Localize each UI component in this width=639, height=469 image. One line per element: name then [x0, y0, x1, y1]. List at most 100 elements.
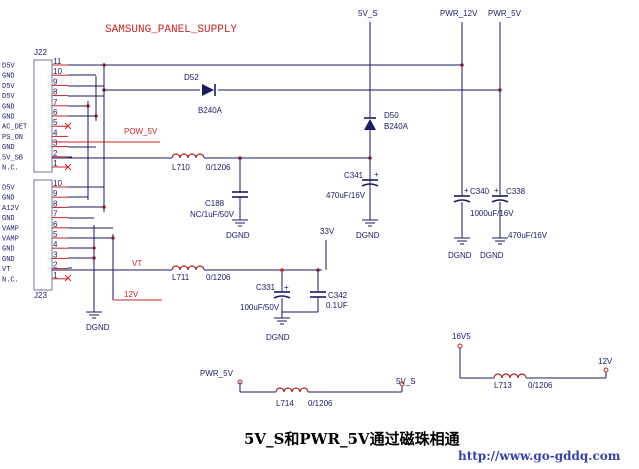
j22-pin-signal: AC_DET: [2, 124, 27, 132]
c331-ground: [274, 317, 290, 325]
l713-value: 0/1206: [528, 381, 553, 390]
l713-inductor: [493, 373, 527, 379]
l711-inductor: [171, 265, 205, 271]
5vs-bottom-label: 5V_S: [396, 377, 416, 386]
c331-gnd-label: DGND: [266, 333, 290, 342]
d52-value: B240A: [198, 106, 223, 115]
caption: 5V_S和PWR_5V通过磁珠相通: [244, 430, 460, 448]
c338-ref: C338: [506, 187, 526, 196]
j23-pin-signal: D5V: [2, 185, 15, 193]
c331-plus: +: [284, 283, 289, 292]
j23-ref: J23: [34, 291, 47, 300]
j22-pin-number: 1: [53, 159, 58, 168]
c340-ground: [454, 237, 470, 245]
l710-inductor: [171, 153, 205, 159]
no-connect-mark: [64, 163, 72, 171]
c341-plus: +: [374, 170, 379, 179]
d50-diode: [364, 119, 376, 130]
j22-pin-number: 9: [53, 77, 58, 86]
j22-pin-signal: D5V: [2, 83, 15, 91]
j22-pin-number: 2: [53, 149, 58, 158]
5vs-label: 5V_S: [358, 9, 378, 18]
j23-pin-signal: VAMP: [2, 225, 19, 233]
c340-gnd-label: DGND: [448, 251, 472, 260]
33v-label: 33V: [320, 227, 335, 236]
c188-value: NC/1uF/50V: [190, 210, 235, 219]
pow5v-label: POW_5V: [124, 127, 158, 136]
l713-ref: L713: [494, 381, 512, 390]
j23-pin-signal: VAMP: [2, 236, 19, 244]
j23-pin-signal: GND: [2, 195, 15, 203]
c342-value: 0.1UF: [326, 301, 348, 310]
d50-ref: D50: [384, 111, 399, 120]
conn-gnd-label: DGND: [86, 323, 110, 332]
j23-pin-signal: VT: [2, 266, 10, 274]
j23-pin-number: 3: [53, 250, 58, 259]
j23-pin-signal: A12V: [2, 205, 20, 213]
c341-ground: [362, 219, 378, 227]
c338-gnd-label: DGND: [480, 251, 504, 260]
pwr5v-label: PWR_5V: [488, 9, 522, 18]
c331-ref: C331: [256, 283, 276, 292]
j23-pin-signal: GND: [2, 215, 15, 223]
c331-value: 100uF/50V: [240, 303, 280, 312]
c188-gnd-label: DGND: [226, 231, 250, 240]
c340-plate-b: [453, 199, 471, 203]
j23-pin-number: 1: [53, 271, 58, 280]
j22-pin-number: 4: [53, 128, 58, 137]
j23-pin-signal: N.C.: [2, 276, 19, 284]
c341-gnd-label: DGND: [356, 231, 380, 240]
c341-value: 470uF/16V: [326, 191, 366, 200]
j22-pin-number: 7: [53, 98, 58, 107]
j23-pin-number: 4: [53, 240, 58, 249]
c340-plus: +: [464, 186, 469, 195]
diagram-title: SAMSUNG_PANEL_SUPPLY: [105, 24, 237, 36]
j22-pin-number: 6: [53, 108, 58, 117]
j22-pin-number: 8: [53, 88, 58, 97]
j22-pin-number: 11: [53, 57, 62, 66]
l714-ref: L714: [276, 399, 294, 408]
j23-pin-number: 9: [53, 189, 58, 198]
c338-value: 470uF/16V: [508, 231, 548, 240]
c331-junction: [280, 268, 284, 272]
l710-ref: L710: [172, 163, 190, 172]
l711-ref: L711: [172, 273, 190, 282]
j22-pin-signal: 5V_SB: [2, 154, 23, 162]
d52-diode: [202, 84, 214, 96]
no-connect-mark: [64, 274, 72, 282]
j23-pin-number: 7: [53, 210, 58, 219]
website-watermark: http://www.go-gddq.com: [458, 449, 621, 463]
c188-ground: [232, 219, 248, 227]
pwr12v-label: PWR_12V: [440, 9, 478, 18]
12v-label: 12V: [124, 290, 139, 299]
j23-pin-number: 6: [53, 220, 58, 229]
16v5-terminal: [457, 343, 463, 349]
j22-pin-signal: PS_ON: [2, 134, 23, 142]
5vs-bottom-terminal: [399, 381, 405, 387]
l711-value: 0/1206: [206, 273, 231, 282]
j23-pin-number: 8: [53, 199, 58, 208]
j23-pin-signal: GND: [2, 246, 15, 254]
d50-value: B240A: [384, 122, 409, 131]
j22-pin-signal: N.C.: [2, 165, 19, 173]
l714-value: 0/1206: [308, 399, 333, 408]
no-connect-mark: [64, 122, 72, 130]
j22-body: [33, 59, 53, 173]
j23-pin-number: 2: [53, 261, 58, 270]
j22-pin-number: 3: [53, 139, 58, 148]
c340-value: 1000uF/16V: [470, 209, 514, 218]
l710-value: 0/1206: [206, 163, 231, 172]
c338-plate-b: [491, 199, 509, 203]
j22-pin-signal: GND: [2, 114, 15, 122]
pwr5v-bottom-label: PWR_5V: [200, 369, 234, 378]
12v-right-terminal: [603, 367, 609, 373]
c338-plus: +: [494, 186, 499, 195]
j22-pins: D5V11GND10D5V9D5V8GND7GND6AC_DET5PS_ON4G…: [2, 57, 104, 173]
conn-ground: [86, 311, 102, 319]
j22-ref: J22: [34, 48, 47, 57]
j22-pin-signal: GND: [2, 73, 15, 81]
j22-pin-signal: GND: [2, 103, 15, 111]
l714-inductor: [275, 387, 309, 393]
vt-label: VT: [132, 259, 142, 268]
